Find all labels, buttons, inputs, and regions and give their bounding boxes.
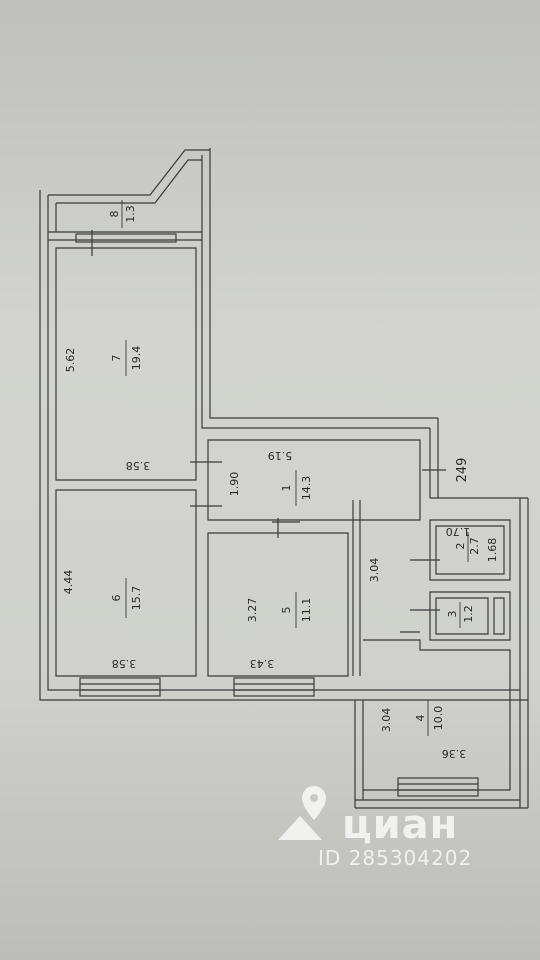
windows <box>75 230 479 797</box>
balcony-outline <box>48 149 210 241</box>
room-area: 2.7 <box>468 537 481 555</box>
map-pin-logo-icon <box>278 786 326 840</box>
watermark-id: ID 285304202 <box>318 846 473 870</box>
room-7-height-dim: 5.62 <box>64 348 77 373</box>
room-area: 14.3 <box>300 476 313 501</box>
room-2-label: 2 2.7 <box>454 532 481 562</box>
room-number: 5 <box>280 607 293 614</box>
room-number: 3 <box>446 611 459 618</box>
exterior-walls <box>39 148 529 809</box>
room-8-label: 8 1.3 <box>108 200 137 228</box>
interior-walls <box>55 247 511 791</box>
room-number: 7 <box>110 355 123 362</box>
room-2-height-dim: 1.68 <box>486 538 499 563</box>
room-4-label: 4 10.0 <box>414 700 445 736</box>
room-4-width-dim: 3.36 <box>442 747 467 760</box>
room-number: 4 <box>414 715 427 722</box>
corridor-dim: 3.04 <box>368 558 381 583</box>
room-5-height-dim: 3.27 <box>246 598 259 623</box>
room-number: 1 <box>280 485 293 492</box>
room-area: 1.3 <box>124 205 137 223</box>
exterior-dim-mark: 249 <box>455 458 470 483</box>
room-4-height-dim: 3.04 <box>380 708 393 733</box>
room-6-width-dim: 3.58 <box>112 657 137 670</box>
room-3-label: 3 1.2 <box>446 602 475 628</box>
room-number: 6 <box>110 595 123 602</box>
room-1-width-dim: 5.19 <box>268 449 293 462</box>
room-5-label: 5 11.1 <box>280 592 313 628</box>
room-5-width-dim: 3.43 <box>250 657 275 670</box>
room-area: 15.7 <box>130 586 143 611</box>
watermark-brand: циан <box>342 802 459 848</box>
room-2-width-dim: 1.70 <box>446 525 471 538</box>
room-number: 8 <box>108 211 121 218</box>
room-6-height-dim: 4.44 <box>62 570 75 595</box>
room-area: 1.2 <box>462 605 475 623</box>
door-marks <box>190 461 446 633</box>
room-6-label: 6 15.7 <box>110 578 143 618</box>
room-number: 2 <box>454 543 467 550</box>
room-area: 19.4 <box>130 346 143 371</box>
room-7-label: 7 19.4 <box>110 340 143 376</box>
room-area: 10.0 <box>432 706 445 731</box>
room-1-height-dim: 1.90 <box>228 472 241 497</box>
room-area: 11.1 <box>300 598 313 623</box>
room-1-label: 1 14.3 <box>280 470 313 506</box>
room-7-width-dim: 3.58 <box>126 459 151 472</box>
